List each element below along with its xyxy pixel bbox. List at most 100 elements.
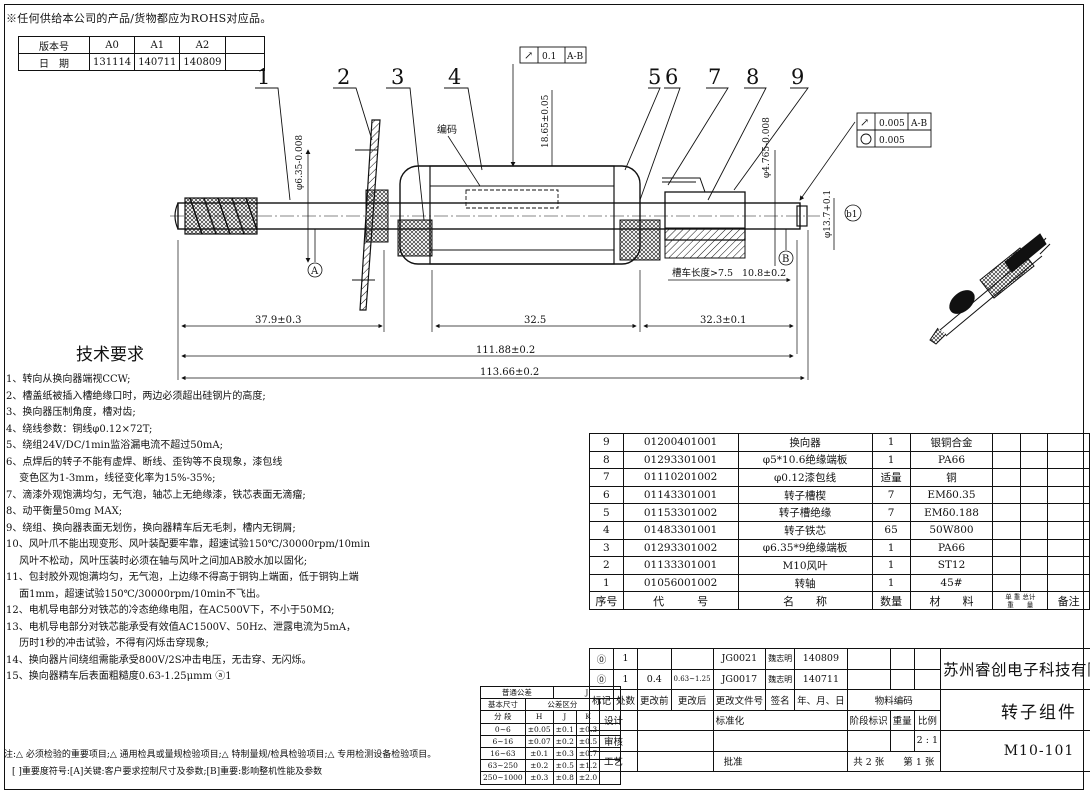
version-empty (224, 53, 265, 71)
title-empty (846, 668, 891, 690)
tech-item: 11、包封胶外观饱满均匀，无气泡，上边缘不得高于铜钩上端面，低于铜钩上端 (6, 572, 359, 583)
bom-code: 01133301001 (622, 556, 739, 575)
dim-32-3: 32.3±0.1 (700, 315, 747, 326)
tolerance-header-size: 基本尺寸 (480, 698, 526, 712)
stage-label: 阶段标识 (846, 709, 891, 731)
tolerance-range: 6~16 (480, 734, 526, 748)
insulation-plate-left (397, 219, 433, 257)
tolerance-range: 250~1000 (480, 771, 526, 785)
tolerance-h: ±0.1 (524, 746, 554, 761)
rotor-isometric (929, 233, 1051, 345)
tolerance-j: ±0.1 (552, 722, 577, 736)
bom-code: 01153301002 (622, 503, 739, 522)
bom-empty (992, 503, 1021, 522)
svg-text:↗: ↗ (524, 49, 533, 62)
title-empty (889, 648, 915, 670)
mark-b1: b1 (846, 210, 858, 220)
tolerance-j: ±0.5 (552, 759, 577, 773)
rev-sign: 魏志明 (765, 648, 796, 670)
shaft-end-left (174, 202, 179, 230)
title-empty (889, 730, 915, 752)
rev-header: 更改文件号 (712, 689, 767, 711)
bom-qty: 1 (871, 538, 911, 558)
bom-empty (1047, 433, 1090, 452)
bom-code: 01143301001 (622, 485, 739, 505)
bom-name: M10风叶 (737, 556, 873, 575)
scale-value: 2 : 1 (913, 730, 942, 752)
bom-material: 50W800 (909, 520, 994, 540)
bom-seq: 4 (589, 520, 624, 540)
rev-doc: JG0021 (712, 648, 767, 670)
title-empty (712, 730, 848, 752)
circularity-value: 0.005 (879, 136, 905, 146)
drawing-number: M10-101 (939, 730, 1090, 772)
bom-name: 转子槽绝缘 (737, 503, 873, 522)
rev-count: 1 (613, 668, 639, 690)
bom-empty (992, 520, 1021, 540)
bom-name: φ6.35*9绝缘端板 (737, 538, 873, 558)
table-row: 工艺 批准 (588, 750, 1090, 772)
review-label: 审核 (588, 730, 639, 752)
rev-date: 140809 (794, 648, 848, 670)
bom-header-weight-total: 总计 (1022, 592, 1036, 601)
bom-header-weight-unit: 重 量 (1007, 600, 1034, 609)
rev-count: 1 (613, 648, 639, 670)
bom-empty (1019, 468, 1049, 487)
bom-name: 转子槽楔 (737, 485, 873, 505)
version-date-label: 日 期 (18, 53, 90, 71)
balloon-1: 1 (257, 65, 270, 89)
bom-empty (992, 485, 1021, 505)
balloon-3: 3 (391, 65, 404, 89)
tolerance-range: 63~250 (480, 759, 526, 773)
tech-item: 4、绕线参数：铜线φ0.12×72T; (6, 423, 153, 435)
bom-qty: 1 (871, 573, 911, 593)
datum-b: B (782, 254, 789, 265)
table-row: 审核 2 : 1 M10-101 (588, 730, 1090, 772)
dim-37-9: 37.9±0.3 (255, 315, 302, 326)
tech-item: 15、换向器精车后表面粗糙度0.63-1.25μmm ⓐ1 (6, 671, 232, 682)
bom-seq: 5 (589, 503, 624, 522)
bom-empty (992, 468, 1021, 487)
bom-qty: 1 (871, 450, 911, 470)
title-empty (846, 730, 891, 752)
standard-label: 标准化 (712, 709, 848, 731)
bom-empty (1047, 450, 1090, 470)
drawing-frame (4, 4, 1084, 790)
inspection-note: 注:△ 必须检验的重要项目;△ 通用检具或量规检验项目;△ 特制量规/检具检验项… (4, 750, 437, 760)
tech-item: 5、绕组24V/DC/1min监浴漏电流不超过50mA; (6, 440, 223, 451)
bom-name: 转子铁芯 (737, 520, 873, 540)
bom-material: 银铜合金 (909, 433, 994, 452)
tolerance-h: ±0.2 (524, 759, 554, 773)
bom-material: EMδ0.35 (909, 485, 994, 505)
dim-10-8: 10.8±0.2 (742, 268, 786, 279)
rev-header: 处数 (613, 689, 639, 711)
bom-header-name: 名 称 (737, 591, 873, 610)
sheet-count: 共 2 张 第 1 张 (846, 750, 942, 772)
bom-empty (1047, 520, 1090, 540)
bom-code: 01483301001 (622, 520, 739, 540)
tech-item: 6、点焊后的转子不能有虚焊、断线、歪钩等不良现象，漆包线 (6, 456, 283, 468)
tech-item: 风叶不松动，风叶压装时必须在轴与风叶之间加AB胶水加以固化; (6, 555, 308, 567)
bom-code: 01293301002 (622, 538, 739, 558)
material-code-label: 物料编码 (846, 689, 942, 711)
bom-seq: 6 (589, 485, 624, 505)
rev-date: 140711 (794, 668, 848, 690)
bom-seq: 7 (589, 468, 624, 487)
balloon-4: 4 (448, 65, 461, 89)
tech-item: 13、电机导电部分对铁芯能承受有效值AC1500V、50Hz、泄露电流为5mA， (6, 621, 357, 633)
title-empty (913, 668, 942, 690)
bom-empty (1047, 573, 1090, 593)
title-empty (889, 668, 915, 690)
tech-item: 历时1秒的冲击试验，不得有闪烁击穿现象; (6, 638, 209, 649)
tolerance-empty (599, 771, 622, 785)
bom-empty (1047, 556, 1090, 575)
approve-label: 批准 (712, 750, 848, 772)
bom-name: φ0.12漆包线 (737, 468, 873, 487)
bom-code: 01200401001 (622, 433, 739, 452)
rev-after: 0.63~1.25 (670, 668, 714, 690)
bom-empty (1019, 573, 1049, 593)
